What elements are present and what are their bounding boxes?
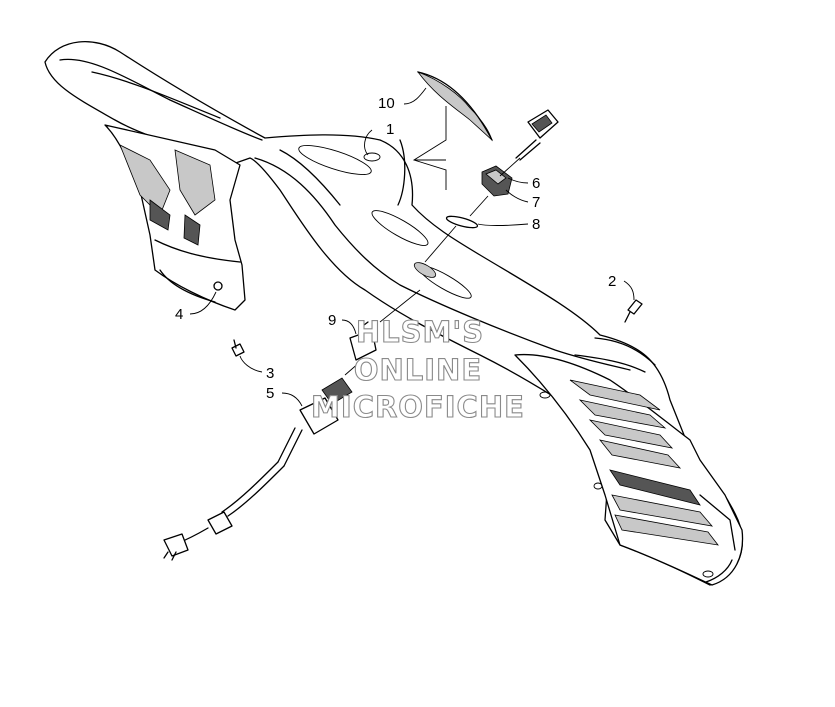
callout-4: 4	[175, 306, 183, 323]
watermark-line-3: MICROFICHE	[311, 390, 525, 424]
assembly-lines	[344, 106, 521, 376]
callout-7: 7	[532, 194, 540, 211]
outlet-cord-part-5	[163, 377, 353, 561]
gasket-part-8	[445, 215, 479, 229]
watermark-line-2: ONLINE	[354, 353, 482, 387]
callout-labels: 10 1 6 7 8 2 4 9 3 5	[175, 95, 616, 402]
watermark-line-1: HLSM'S	[356, 315, 484, 349]
callout-2: 2	[608, 273, 616, 290]
callout-10: 10	[378, 95, 395, 112]
ignition-key-part-6	[515, 109, 559, 161]
screw-part-3	[231, 339, 245, 357]
callout-leaders	[189, 87, 635, 407]
callout-8: 8	[532, 216, 540, 233]
callout-9: 9	[328, 312, 336, 329]
callout-5: 5	[266, 385, 274, 402]
bezel-part-7	[481, 165, 513, 197]
switch-part-9	[349, 321, 377, 361]
callout-6: 6	[532, 175, 540, 192]
screw-part-2	[624, 299, 643, 323]
watermark: HLSM'S ONLINE MICROFICHE	[311, 314, 525, 424]
callout-3: 3	[266, 365, 274, 382]
decal-part-10	[416, 71, 493, 142]
callout-1: 1	[386, 121, 394, 138]
console-housing	[44, 41, 744, 586]
